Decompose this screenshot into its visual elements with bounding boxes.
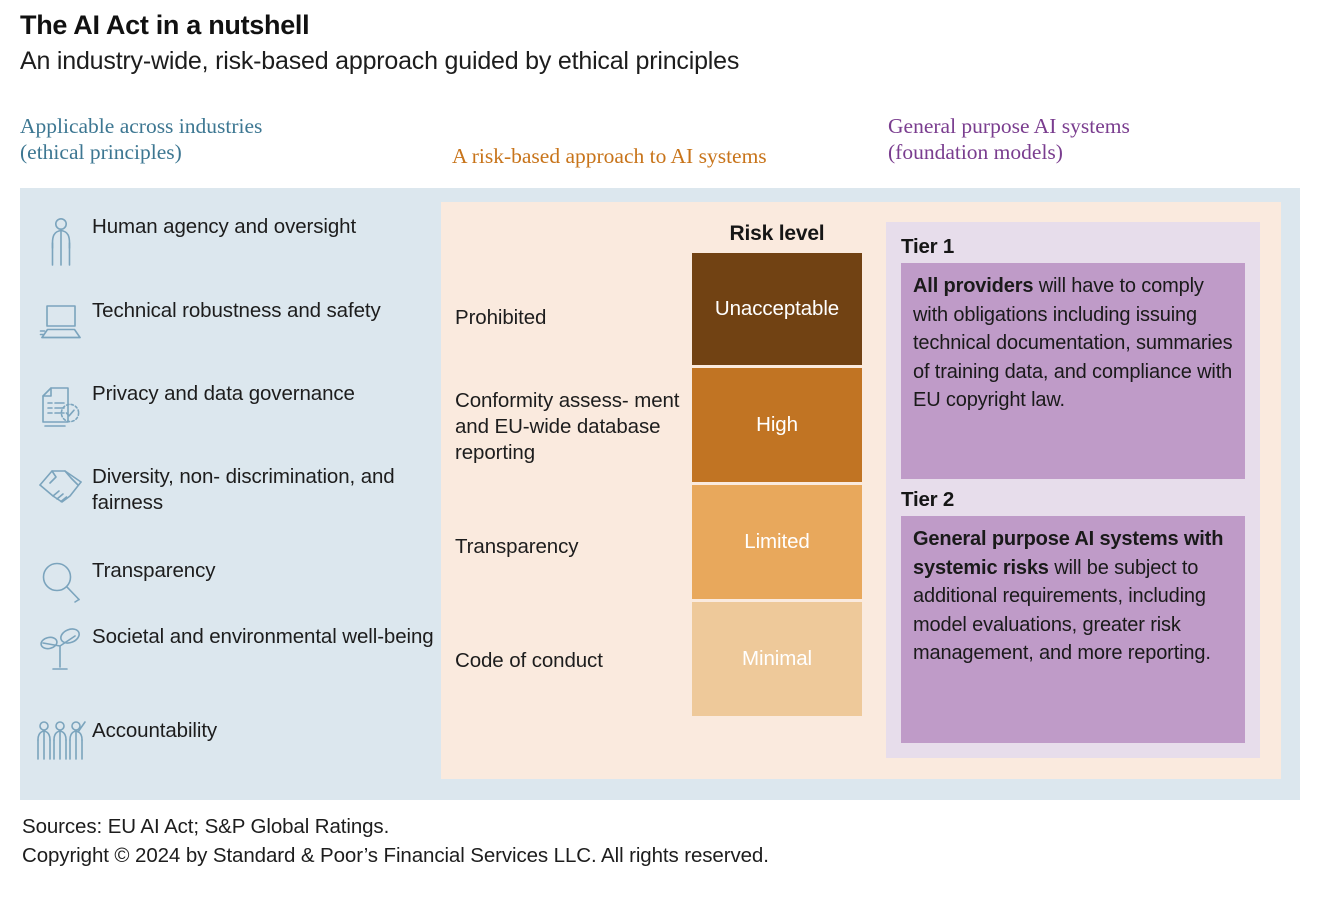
list-item-label: Technical robustness and safety <box>92 299 381 322</box>
page-subtitle: An industry-wide, risk-based approach gu… <box>20 47 740 75</box>
risk-requirement-label: Prohibited <box>455 306 547 329</box>
risk-requirement-label: Transparency <box>455 535 579 558</box>
magnifier-icon <box>30 557 92 605</box>
tier-2-heading: Tier 2 <box>901 488 955 511</box>
list-item-label: Human agency and oversight <box>92 215 357 238</box>
tier-2-body: General purpose AI systems with systemic… <box>901 516 1245 743</box>
risk-bar-limited: Limited <box>692 485 862 599</box>
page-title: The AI Act in a nutshell <box>20 10 310 40</box>
risk-requirement-label: Code of conduct <box>455 649 603 672</box>
tier-1-bold-lead: All providers <box>913 275 1034 297</box>
footer-sources: Sources: EU AI Act; S&P Global Ratings. <box>22 815 390 838</box>
caption-general-purpose-ai: General purpose AI systems (foundation m… <box>888 114 1130 164</box>
list-item: Human agency and oversight <box>30 213 450 271</box>
risk-requirement-label: Conformity assess- ment and EU-wide data… <box>455 389 680 464</box>
caption-ethical-principles: Applicable across industries (ethical pr… <box>20 114 263 164</box>
tier-1-text: will have to comply with obligations inc… <box>913 275 1233 411</box>
caption-risk-approach: A risk-based approach to AI systems <box>452 144 767 168</box>
list-item: Societal and environmental well-being <box>30 623 450 675</box>
header: The AI Act in a nutshell An industry-wid… <box>20 8 1310 77</box>
tier-1-heading: Tier 1 <box>901 235 955 258</box>
list-item: Transparency <box>30 557 450 605</box>
list-item-label: Diversity, non- discrimination, and fair… <box>92 465 395 514</box>
footer-copyright: Copyright © 2024 by Standard & Poor’s Fi… <box>22 844 769 867</box>
risk-bar-high: High <box>692 368 862 482</box>
footer: Sources: EU AI Act; S&P Global Ratings. … <box>22 812 769 870</box>
tier-2-text: will be subject to additional requiremen… <box>913 556 1211 665</box>
principles-list: Human agency and oversight Technical rob… <box>30 205 450 775</box>
plant-icon <box>30 623 92 675</box>
person-icon <box>30 213 92 271</box>
list-item-label: Privacy and data governance <box>92 382 355 405</box>
risk-bar-minimal: Minimal <box>692 602 862 716</box>
tier-2-bold-lead: General purpose AI systems with systemic… <box>913 528 1224 579</box>
tier-1-body: All providers will have to comply with o… <box>901 263 1245 479</box>
list-item: Privacy and data governance <box>30 380 450 430</box>
people-group-icon <box>30 717 92 765</box>
list-item: Diversity, non- discrimination, and fair… <box>30 463 450 516</box>
list-item-label: Societal and environmental well-being <box>92 625 434 648</box>
document-check-icon <box>30 380 92 430</box>
list-item-label: Accountability <box>92 719 218 742</box>
list-item: Accountability <box>30 717 450 765</box>
risk-bar-unacceptable: Unacceptable <box>692 253 862 365</box>
handshake-icon <box>30 463 92 509</box>
list-item: Technical robustness and safety <box>30 297 450 343</box>
list-item-label: Transparency <box>92 559 216 582</box>
laptop-icon <box>30 297 92 343</box>
risk-level-header: Risk level <box>729 222 825 245</box>
